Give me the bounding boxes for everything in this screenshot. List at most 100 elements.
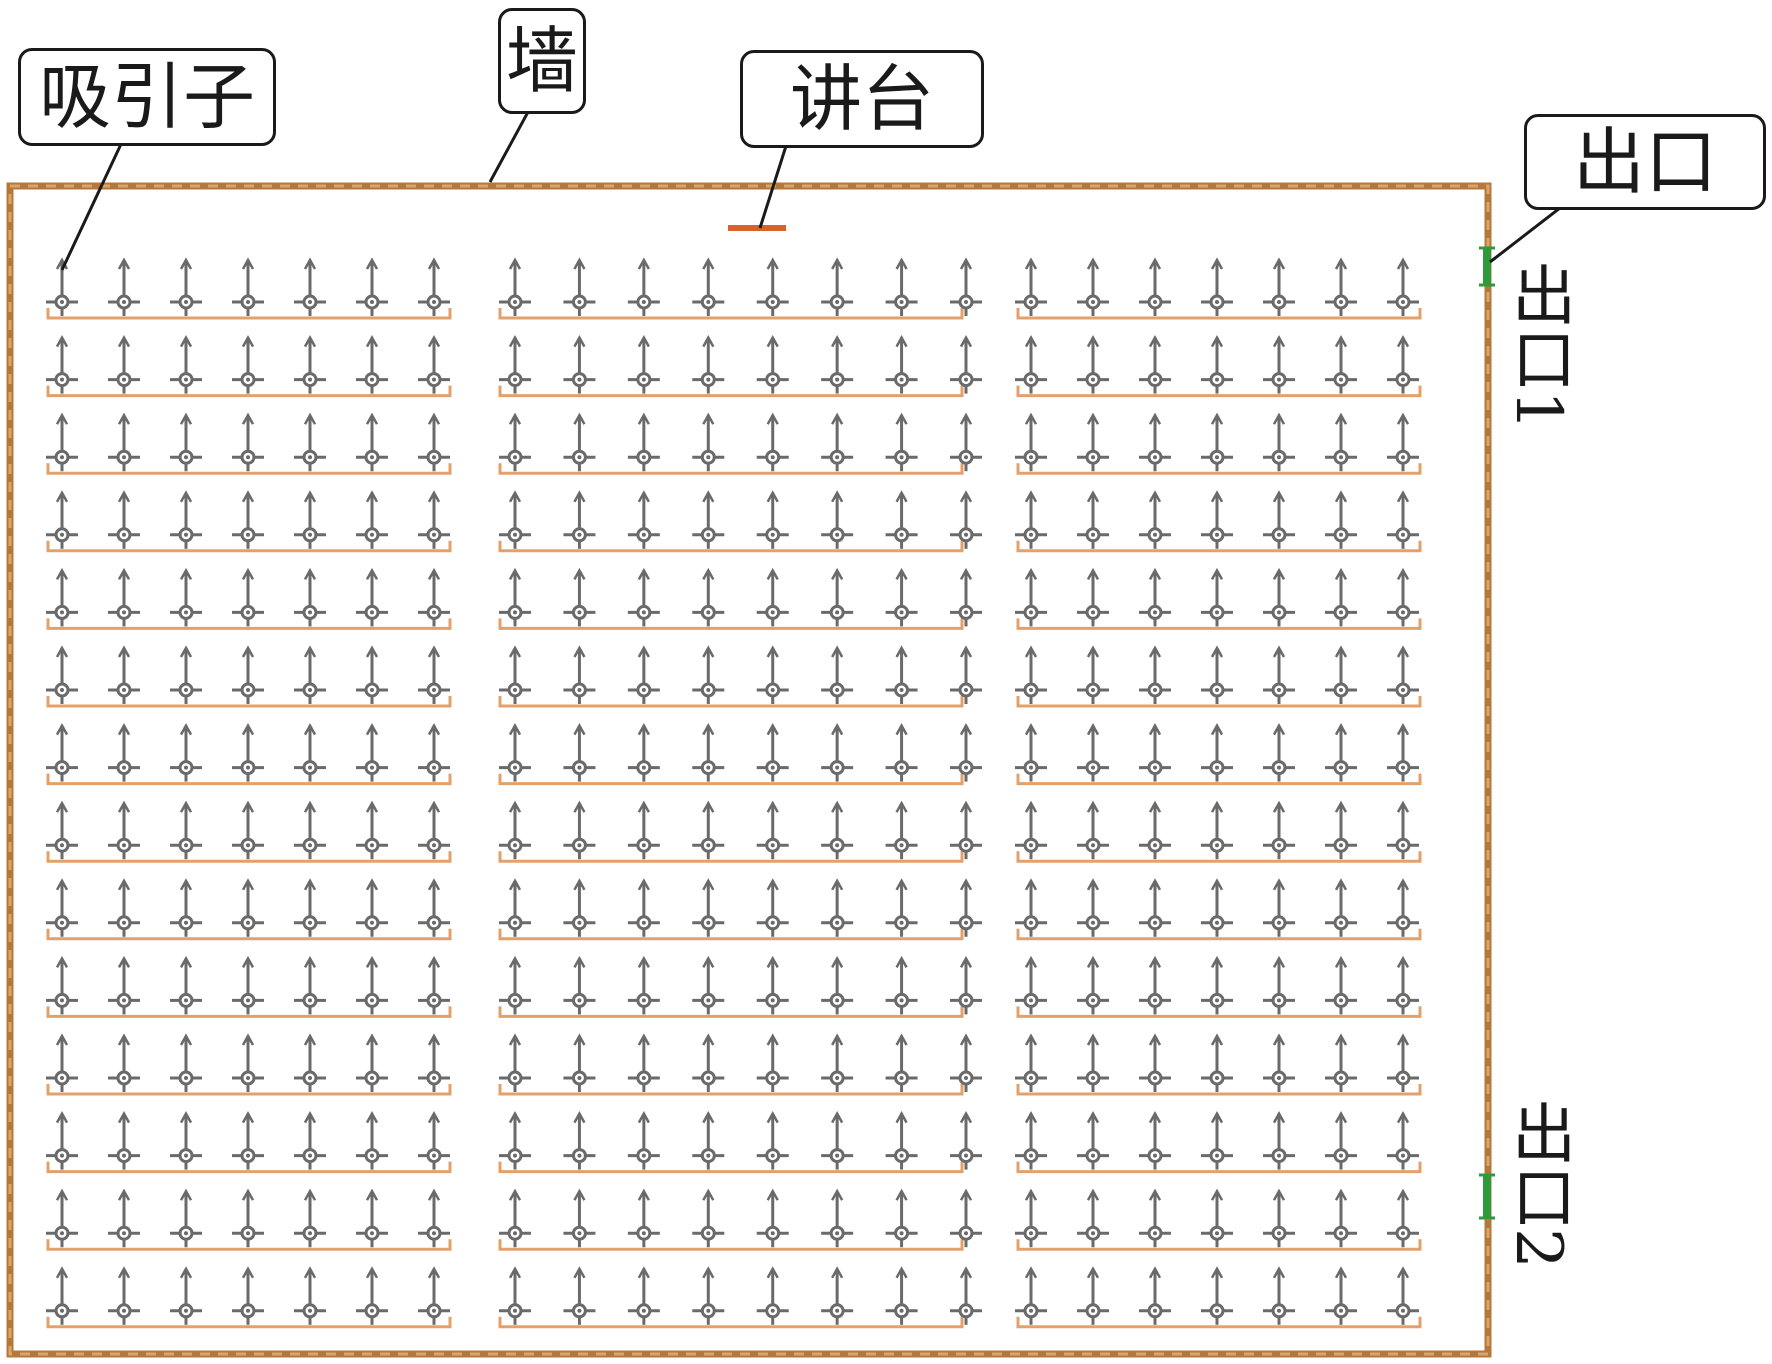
pedestrian-agent [108, 723, 140, 782]
pedestrian-agent [821, 1266, 854, 1325]
pedestrian-agent [821, 412, 854, 472]
pedestrian-agent [1263, 567, 1295, 627]
pedestrian-agent [499, 335, 531, 394]
pedestrian-agent [1077, 723, 1109, 782]
bench [1016, 463, 1422, 475]
pedestrian-agent [821, 1188, 854, 1248]
pedestrian-agent [756, 800, 789, 860]
pedestrian-agent [563, 1266, 596, 1325]
pedestrian-agent [356, 645, 388, 704]
pedestrian-agent [418, 412, 450, 472]
pedestrian-agent [1263, 257, 1295, 316]
pedestrian-agent [418, 645, 450, 704]
pedestrian-agent [627, 800, 660, 860]
attractor-callout: 吸引子 [18, 48, 276, 146]
pedestrian-agent [1015, 1188, 1047, 1248]
pedestrian-agent [1263, 800, 1295, 860]
pedestrian-agent [294, 567, 326, 627]
pedestrian-agent [1387, 335, 1419, 394]
pedestrian-agent [418, 335, 450, 394]
pedestrian-agent [885, 1033, 918, 1092]
pedestrian-agent [1263, 1266, 1295, 1325]
pedestrian-agent [46, 1266, 78, 1325]
pedestrian-agent [356, 1266, 388, 1325]
pedestrian-agent [499, 567, 531, 627]
pedestrian-agent [756, 412, 789, 472]
pedestrian-agent [108, 1188, 140, 1248]
pedestrian-agent [1201, 1266, 1233, 1325]
pedestrian-agent [499, 878, 531, 937]
bench [498, 928, 964, 941]
pedestrian-agent [170, 955, 202, 1015]
pedestrian-agent [1387, 1111, 1419, 1170]
pedestrian-agent [170, 335, 202, 394]
pedestrian-agent [563, 955, 596, 1015]
pedestrian-agent [418, 567, 450, 627]
pedestrian-agent [294, 1188, 326, 1248]
pedestrian-agent [950, 1188, 982, 1248]
pedestrian-agent [885, 800, 918, 860]
pedestrian-agent [692, 335, 725, 394]
pedestrian-agent [108, 800, 140, 860]
agents [46, 257, 1419, 1325]
pedestrian-agent [46, 645, 78, 704]
pedestrian-agent [950, 645, 982, 704]
pedestrian-agent [563, 490, 596, 549]
bench [1016, 1316, 1422, 1329]
pedestrian-agent [1015, 723, 1047, 782]
pedestrian-agent [1077, 955, 1109, 1015]
pedestrian-agent [108, 335, 140, 394]
pedestrian-agent [756, 257, 789, 316]
pedestrian-agent [756, 490, 789, 549]
bench [46, 773, 452, 786]
pedestrian-agent [950, 723, 982, 782]
pedestrian-agent [885, 1266, 918, 1325]
bench [46, 385, 452, 398]
pedestrian-agent [108, 645, 140, 704]
pedestrian-agent [627, 335, 660, 394]
pedestrian-agent [232, 800, 264, 860]
pedestrian-agent [418, 800, 450, 860]
pedestrian-agent [356, 567, 388, 627]
pedestrian-agent [418, 878, 450, 937]
bench [46, 1161, 452, 1174]
pedestrian-agent [46, 800, 78, 860]
pedestrian-agent [46, 1111, 78, 1170]
bench [498, 1006, 964, 1018]
pedestrian-agent [418, 257, 450, 316]
pedestrian-agent [294, 723, 326, 782]
pedestrian-agent [563, 257, 596, 316]
pedestrian-agent [294, 412, 326, 472]
pedestrian-agent [499, 723, 531, 782]
pedestrian-agent [108, 490, 140, 549]
pedestrian-agent [232, 412, 264, 472]
pedestrian-agent [1139, 257, 1171, 316]
pedestrian-agent [885, 645, 918, 704]
pedestrian-agent [950, 257, 982, 316]
exit-pointer [1489, 206, 1565, 264]
pedestrian-agent [1325, 1266, 1357, 1325]
pedestrian-agent [1325, 1111, 1357, 1170]
pedestrian-agent [46, 1033, 78, 1092]
pedestrian-agent [1139, 412, 1171, 472]
pedestrian-agent [1201, 645, 1233, 704]
pedestrian-agent [1263, 878, 1295, 937]
pedestrian-agent [1263, 1111, 1295, 1170]
pedestrian-agent [108, 1033, 140, 1092]
bench [498, 696, 964, 708]
pedestrian-agent [1139, 800, 1171, 860]
pedestrian-agent [170, 412, 202, 472]
pedestrian-agent [563, 567, 596, 627]
pedestrian-agent [1387, 1188, 1419, 1248]
pedestrian-agent [1015, 257, 1047, 316]
pedestrian-agent [1139, 723, 1171, 782]
pedestrian-agent [499, 257, 531, 316]
pedestrian-agent [1139, 645, 1171, 704]
pedestrian-agent [1201, 800, 1233, 860]
pedestrian-agent [294, 1266, 326, 1325]
pedestrian-agent [499, 955, 531, 1015]
pedestrian-agent [1015, 1033, 1047, 1092]
pedestrian-agent [1263, 335, 1295, 394]
pedestrian-agent [499, 1188, 531, 1248]
